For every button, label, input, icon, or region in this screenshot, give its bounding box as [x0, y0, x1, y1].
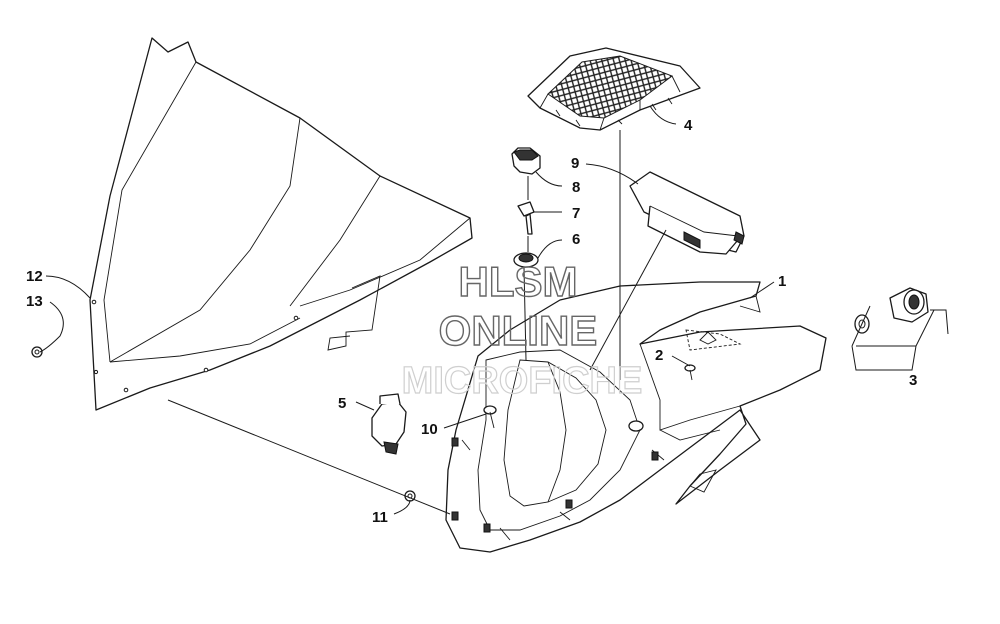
callout-2: 2 — [655, 347, 663, 364]
callout-1: 1 — [778, 273, 786, 290]
callout-labels: 1 2 3 4 5 6 7 8 9 10 11 12 13 — [26, 117, 917, 526]
screw-2 — [684, 364, 696, 381]
ignition-switch — [371, 393, 407, 455]
watermark: HLSM ONLINE MICROFICHE — [401, 257, 643, 402]
callout-8: 8 — [572, 179, 580, 196]
lock-nut — [513, 252, 539, 268]
lock-cap — [511, 147, 541, 175]
screw-10 — [483, 405, 497, 429]
leader-lines — [39, 105, 949, 515]
callout-7: 7 — [572, 205, 580, 222]
grommet-13 — [31, 346, 43, 358]
hood-panel — [445, 281, 827, 553]
callout-3: 3 — [909, 372, 917, 389]
watermark-line-1: HLSM — [459, 258, 578, 305]
watermark-line-2: ONLINE — [439, 307, 598, 354]
power-outlet — [854, 287, 929, 334]
windshield — [89, 37, 473, 411]
watermark-line-3: MICROFICHE — [402, 360, 643, 402]
callout-5: 5 — [338, 395, 346, 412]
callout-9: 9 — [571, 155, 579, 172]
callout-11: 11 — [372, 509, 388, 526]
callout-13: 13 — [26, 293, 43, 310]
callout-4: 4 — [684, 117, 693, 134]
control-module — [629, 171, 745, 255]
ignition-key — [517, 201, 535, 235]
callout-6: 6 — [572, 231, 580, 248]
callout-12: 12 — [26, 268, 43, 285]
storage-tray — [527, 47, 701, 131]
callout-10: 10 — [421, 421, 438, 438]
